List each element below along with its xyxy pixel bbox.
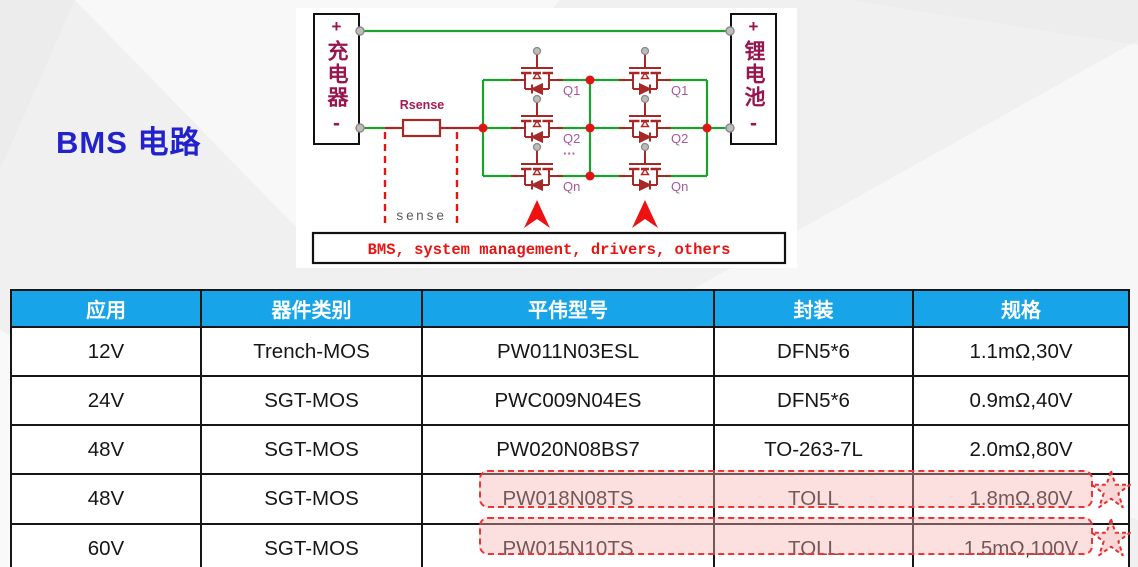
battery-box: + 锂电池 - <box>730 13 777 145</box>
col-header-model: 平伟型号 <box>421 289 715 328</box>
q1-right-label: Q1 <box>671 83 688 98</box>
cell-spec: 0.9mΩ,40V <box>912 375 1130 426</box>
cell-package: TOLL <box>713 523 914 567</box>
rsense-resistor <box>385 118 479 138</box>
q1-left-label: Q1 <box>563 83 580 98</box>
cell-package: TOLL <box>713 473 914 525</box>
caption-text: BMS, system management, drivers, others <box>368 241 731 259</box>
mosfet-qn-right <box>619 142 671 192</box>
caption-box <box>311 231 787 265</box>
cell-application: 60V <box>10 523 202 567</box>
cell-application: 24V <box>10 375 202 426</box>
sense-probe-lines <box>383 132 459 224</box>
cell-category: SGT-MOS <box>200 473 423 525</box>
col-header-package: 封装 <box>713 289 914 328</box>
cell-category: SGT-MOS <box>200 424 423 475</box>
table-row-highlighted: 60V SGT-MOS PW015N10TS TOLL 1.5mΩ,100V <box>10 523 1130 567</box>
cell-spec: 1.8mΩ,80V <box>912 473 1130 525</box>
cell-category: SGT-MOS <box>200 523 423 567</box>
cell-package: TO-263-7L <box>713 424 914 475</box>
battery-plus-label: + <box>748 17 759 36</box>
charger-box: + 充电器 - <box>313 13 360 145</box>
rsense-label: Rsense <box>400 98 445 112</box>
arrow-up-icon <box>632 200 658 228</box>
junction-dots <box>478 75 712 181</box>
page-title: BMS 电路 <box>56 125 202 160</box>
charger-minus-label: - <box>333 112 340 135</box>
table-row-highlighted: 48V SGT-MOS PW018N08TS TOLL 1.8mΩ,80V <box>10 473 1130 525</box>
cell-category: SGT-MOS <box>200 375 423 426</box>
battery-name-label: 锂电池 <box>742 39 765 109</box>
qn-right-label: Qn <box>671 179 688 194</box>
sense-label: sense <box>396 210 447 225</box>
cell-spec: 1.5mΩ,100V <box>912 523 1130 567</box>
circuit-diagram: + 充电器 - + 锂电池 - <box>296 8 797 268</box>
cell-application: 48V <box>10 473 202 525</box>
terminal-dots <box>355 26 735 133</box>
q2-left-label: Q2 <box>563 131 580 146</box>
cell-application: 48V <box>10 424 202 475</box>
pointer-arrows <box>524 200 658 228</box>
table-row: 12V Trench-MOS PW011N03ESL DFN5*6 1.1mΩ,… <box>10 326 1130 377</box>
q2-right-label: Q2 <box>671 131 688 146</box>
cell-spec: 2.0mΩ,80V <box>912 424 1130 475</box>
mosfet-qn-left <box>511 142 563 192</box>
cell-package: DFN5*6 <box>713 375 914 426</box>
table-row: 48V SGT-MOS PW020N08BS7 TO-263-7L 2.0mΩ,… <box>10 424 1130 475</box>
arrow-up-icon <box>524 200 550 228</box>
product-table: 应用 器件类别 平伟型号 封装 规格 12V Trench-MOS PW011N… <box>10 289 1130 567</box>
qn-left-label: Qn <box>563 179 580 194</box>
cell-spec: 1.1mΩ,30V <box>912 326 1130 377</box>
col-header-spec: 规格 <box>912 289 1130 328</box>
mosfet-q1-right <box>619 46 671 96</box>
cell-model: PW015N10TS <box>421 523 715 567</box>
cell-model: PW018N08TS <box>421 473 715 525</box>
mosfet-q1-left <box>511 46 563 96</box>
mosfet-q2-left <box>511 94 563 144</box>
cell-model: PWC009N04ES <box>421 375 715 426</box>
ellipsis-label: ··· <box>563 146 576 161</box>
circuit-graphics: Rsense sense <box>311 26 787 265</box>
battery-minus-label: - <box>750 112 757 135</box>
cell-model: PW020N08BS7 <box>421 424 715 475</box>
cell-model: PW011N03ESL <box>421 326 715 377</box>
col-header-category: 器件类别 <box>200 289 423 328</box>
charger-plus-label: + <box>331 17 342 36</box>
cell-category: Trench-MOS <box>200 326 423 377</box>
table-row: 24V SGT-MOS PWC009N04ES DFN5*6 0.9mΩ,40V <box>10 375 1130 426</box>
mosfet-labels: Q1 Q2 ··· Qn Q1 Q2 Qn <box>563 83 688 194</box>
table-header-row: 应用 器件类别 平伟型号 封装 规格 <box>10 289 1130 328</box>
charger-name-label: 充电器 <box>325 39 348 109</box>
mosfet-q2-right <box>619 94 671 144</box>
cell-package: DFN5*6 <box>713 326 914 377</box>
col-header-application: 应用 <box>10 289 202 328</box>
cell-application: 12V <box>10 326 202 377</box>
